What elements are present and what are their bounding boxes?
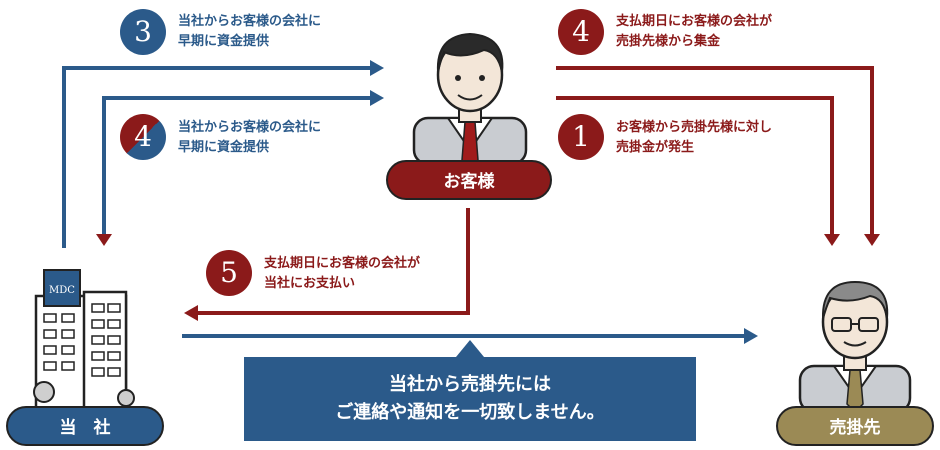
debtor-person-icon — [798, 280, 912, 414]
customer-person-icon — [412, 32, 528, 170]
arrowhead-right-icon — [370, 60, 384, 76]
arrowhead-left-icon — [184, 305, 198, 321]
arrow-company-to-customer-3 — [62, 66, 372, 248]
arrowhead-right-icon — [370, 90, 384, 106]
arrow-company-to-customer-4 — [102, 96, 372, 236]
arrow-customer-to-debtor-4 — [556, 66, 874, 236]
notice-box: 当社から売掛先には ご連絡や通知を一切致しません。 — [244, 357, 696, 441]
step-4-mixed-text: 当社からお客様の会社に早期に資金提供 — [178, 120, 322, 155]
notice-pointer — [456, 340, 484, 357]
step-3-text: 当社からお客様の会社に早期に資金提供 — [178, 14, 322, 49]
company-building-icon — [33, 269, 135, 410]
arrowhead-down-icon — [824, 234, 840, 246]
arrow-customer-to-company-5 — [196, 208, 470, 315]
step-5-badge: 5 — [206, 250, 252, 296]
arrow-customer-to-debtor-1 — [556, 96, 834, 236]
arrowhead-down-icon — [96, 234, 112, 246]
step-4-mixed-badge: 4 — [120, 114, 166, 160]
arrowhead-right-icon — [744, 328, 758, 344]
customer-label: お客様 — [386, 160, 552, 200]
company-label: 当 社 — [6, 406, 164, 446]
step-1-text: お客様から売掛先様に対し売掛金が発生 — [616, 120, 773, 155]
debtor-label: 売掛先 — [776, 406, 934, 446]
company-sign: MDC — [49, 285, 75, 296]
step-4-text: 支払期日にお客様の会社が売掛先様から集金 — [616, 14, 773, 49]
step-4-badge: 4 — [558, 9, 604, 55]
step-1-badge: 1 — [558, 114, 604, 160]
step-5-text: 支払期日にお客様の会社が当社にお支払い — [264, 256, 421, 291]
arrowhead-down-icon — [864, 234, 880, 246]
step-3-badge: 3 — [120, 9, 166, 55]
